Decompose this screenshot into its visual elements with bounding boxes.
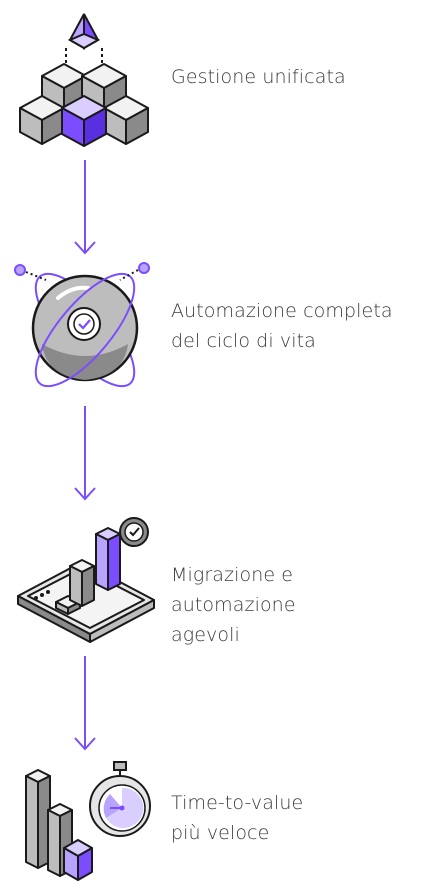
time-to-value-illustration: [18, 758, 162, 882]
cube-pyramid-illustration: [14, 12, 154, 152]
arrow-down-icon: [70, 160, 100, 260]
lifecycle-sphere-illustration: [12, 258, 158, 400]
migration-platform-illustration: [14, 510, 160, 648]
step-label-easy-migration: Migrazione e automazione agevoli: [171, 564, 296, 646]
arrow-down-icon: [70, 656, 100, 756]
step-label-lifecycle-automation: Automazione completa del ciclo di vita: [171, 300, 393, 352]
step-label-unified-management: Gestione unificata: [171, 66, 346, 88]
arrow-down-icon: [70, 406, 100, 506]
step-label-time-to-value: Time-to-value più veloce: [171, 792, 304, 844]
